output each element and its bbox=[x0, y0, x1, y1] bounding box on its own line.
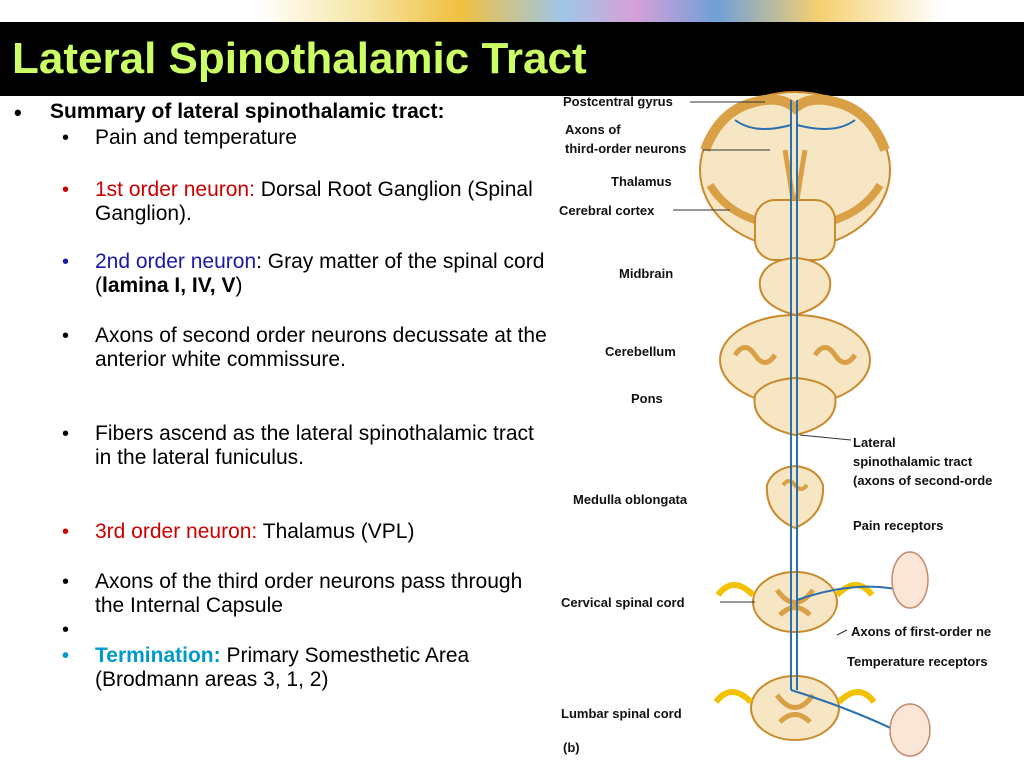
item-text: Fibers ascend as the lateral spinothalam… bbox=[95, 422, 534, 469]
leader-lines bbox=[673, 101, 852, 636]
bullet-5: • bbox=[62, 423, 70, 445]
title-bar: Lateral Spinothalamic Tract bbox=[0, 22, 1024, 96]
list-item-axons-third: Axons of the third order neurons pass th… bbox=[95, 570, 550, 618]
lumbar-cord-section bbox=[713, 675, 877, 741]
label-lateral-3: (axons of second-orde bbox=[853, 473, 992, 488]
item-text: : Gray matter of the spinal cord ( bbox=[95, 250, 545, 297]
tract-pathway bbox=[734, 100, 906, 736]
label-pain-receptors: Pain receptors bbox=[853, 518, 943, 533]
item-highlight: Termination: bbox=[95, 644, 221, 667]
bullet-9: • bbox=[62, 645, 70, 667]
item-highlight: 3rd order neuron: bbox=[95, 520, 258, 543]
bullet-2: • bbox=[62, 179, 70, 201]
label-panel-b: (b) bbox=[563, 740, 580, 755]
label-lateral-2: spinothalamic tract bbox=[853, 454, 973, 469]
list-item-third-order: 3rd order neuron: Thalamus (VPL) bbox=[95, 520, 550, 544]
item-text-end: ) bbox=[235, 274, 243, 297]
label-postcentral-gyrus: Postcentral gyrus bbox=[563, 94, 673, 109]
list-item-fibers: Fibers ascend as the lateral spinothalam… bbox=[95, 422, 550, 470]
bullet-1: • bbox=[62, 127, 70, 149]
item-text: Thalamus (VPL) bbox=[257, 520, 415, 543]
label-axons-third-2: third-order neurons bbox=[565, 141, 686, 156]
slide-title: Lateral Spinothalamic Tract bbox=[12, 34, 587, 83]
midbrain-section bbox=[758, 256, 832, 317]
main-bullet: • bbox=[14, 100, 22, 125]
brain-section bbox=[699, 91, 891, 261]
summary-content: • Summary of lateral spinothalamic tract… bbox=[0, 96, 555, 768]
label-midbrain: Midbrain bbox=[619, 266, 673, 281]
bullet-4: • bbox=[62, 325, 70, 347]
list-item-decussate: Axons of second order neurons decussate … bbox=[95, 324, 550, 372]
item-text: Axons of the third order neurons pass th… bbox=[95, 570, 523, 617]
label-cerebellum: Cerebellum bbox=[605, 344, 676, 359]
item-text: Dorsal Root Ganglion (Spinal Ganglion). bbox=[95, 178, 533, 225]
label-axons-first: Axons of first-order ne bbox=[851, 624, 991, 639]
bullet-6: • bbox=[62, 521, 70, 543]
label-cerebral-cortex: Cerebral cortex bbox=[559, 203, 655, 218]
bullet-7: • bbox=[62, 571, 70, 593]
hand-receptor bbox=[891, 551, 929, 609]
item-highlight: 1st order neuron: bbox=[95, 178, 255, 201]
label-axons-third-1: Axons of bbox=[565, 122, 621, 137]
label-temperature-receptors: Temperature receptors bbox=[847, 654, 988, 669]
summary-heading: Summary of lateral spinothalamic tract: bbox=[50, 100, 445, 123]
list-item-termination: Termination: Primary Somesthetic Area (B… bbox=[95, 644, 550, 692]
bullet-3: • bbox=[62, 251, 70, 273]
label-cervical: Cervical spinal cord bbox=[561, 595, 685, 610]
foot-receptor bbox=[889, 703, 931, 757]
item-text: Primary Somesthetic Area (Brodmann areas… bbox=[95, 644, 470, 691]
bullet-8: • bbox=[62, 619, 70, 641]
item-bold: lamina I, IV, V bbox=[102, 274, 236, 297]
list-item-second-order: 2nd order neuron: Gray matter of the spi… bbox=[95, 250, 550, 298]
label-thalamus: Thalamus bbox=[611, 174, 672, 189]
medulla-section bbox=[765, 464, 825, 530]
label-medulla: Medulla oblongata bbox=[573, 492, 688, 507]
cerebellum-section bbox=[719, 314, 871, 437]
list-item-pain: Pain and temperature bbox=[95, 126, 550, 150]
tract-diagram: Postcentral gyrus Axons of third-order n… bbox=[555, 90, 1024, 768]
label-pons: Pons bbox=[631, 391, 663, 406]
label-lateral-1: Lateral bbox=[853, 435, 896, 450]
top-decorative-strip bbox=[0, 0, 1024, 22]
item-text: Axons of second order neurons decussate … bbox=[95, 324, 547, 371]
tract-diagram-svg: Postcentral gyrus Axons of third-order n… bbox=[559, 91, 992, 757]
list-item-first-order: 1st order neuron: Dorsal Root Ganglion (… bbox=[95, 178, 550, 226]
label-lumbar: Lumbar spinal cord bbox=[561, 706, 682, 721]
item-highlight: 2nd order neuron bbox=[95, 250, 257, 273]
item-text: Pain and temperature bbox=[95, 126, 297, 149]
